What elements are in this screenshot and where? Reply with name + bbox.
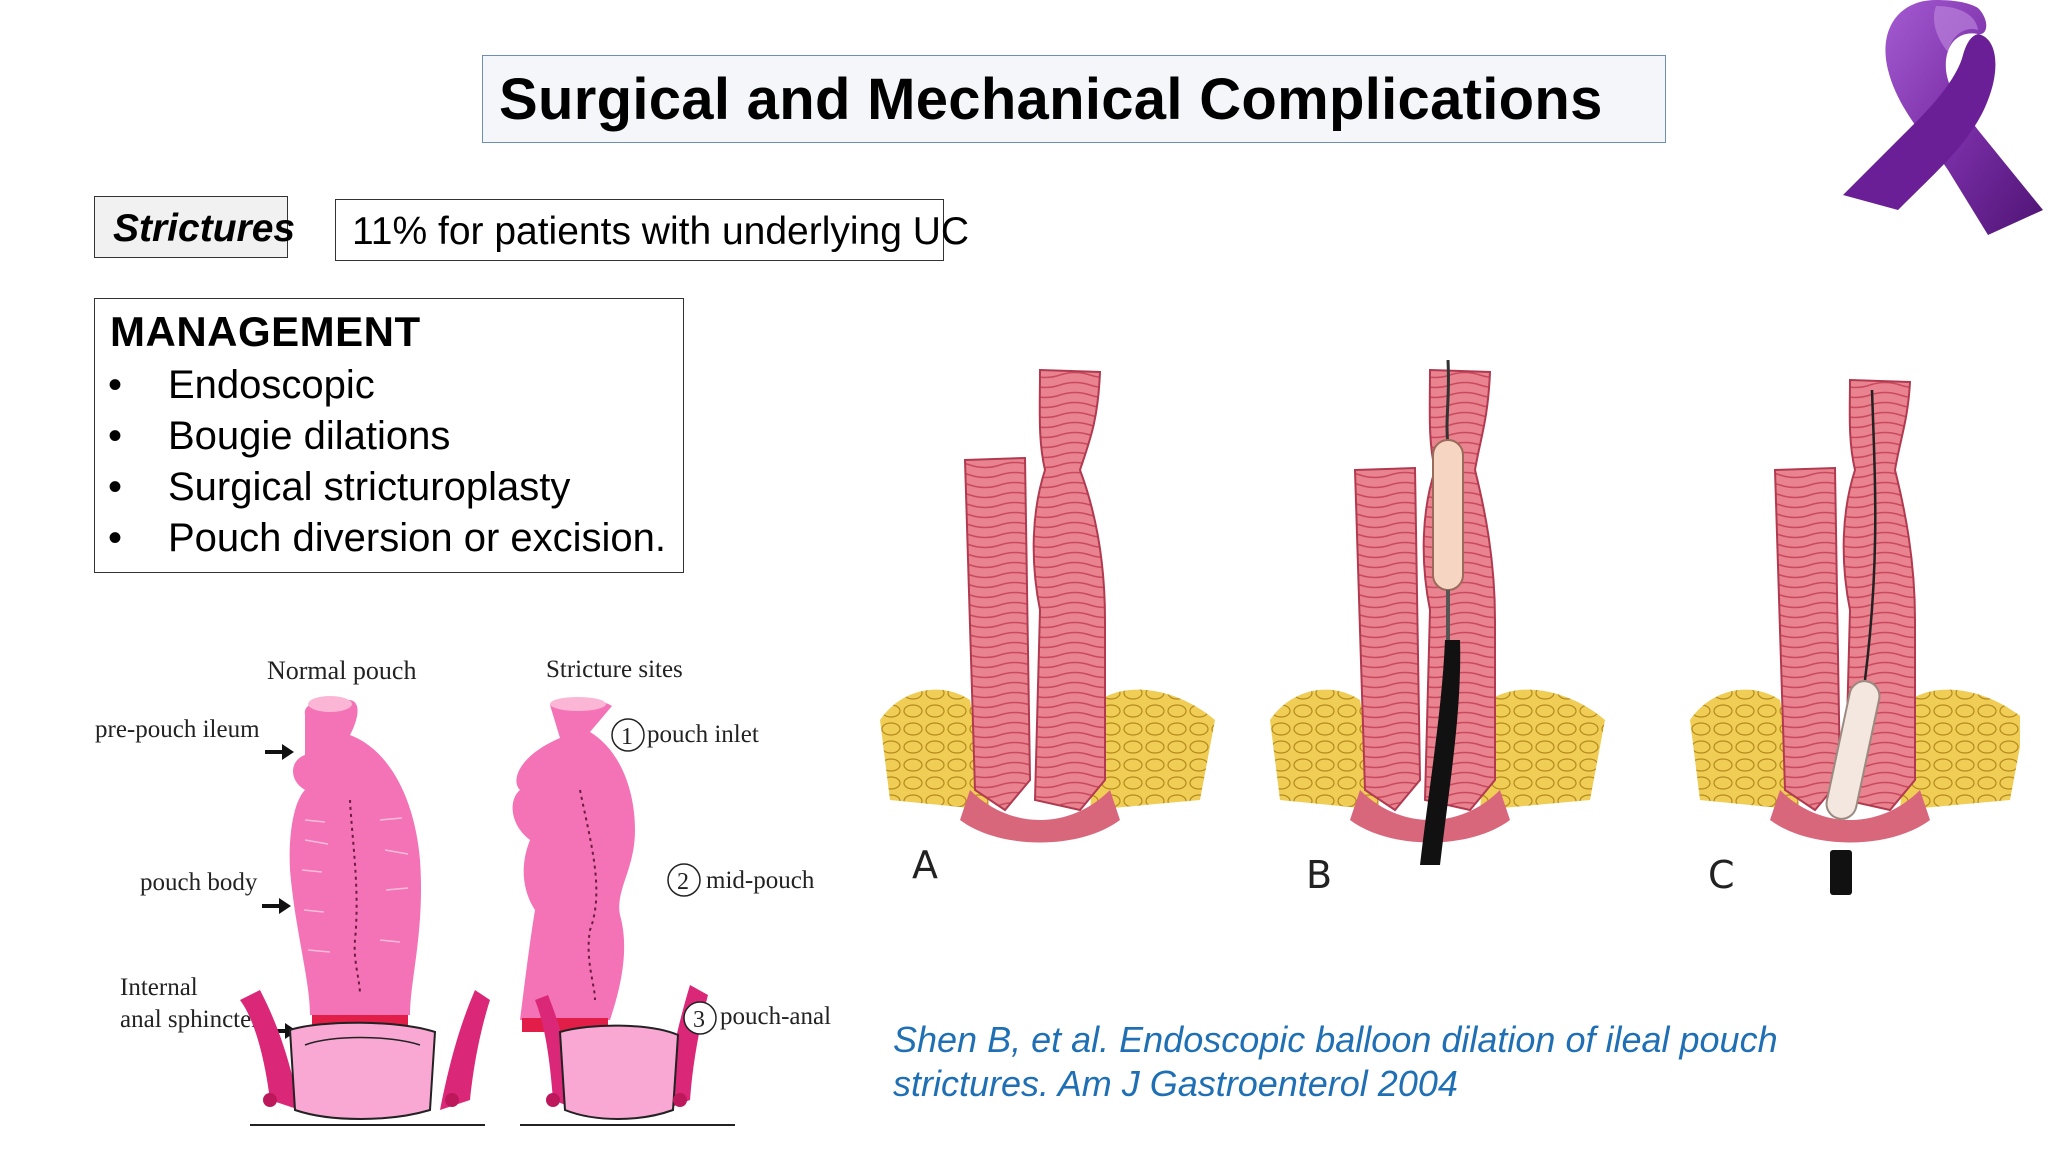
site-label-1: pouch inlet (647, 721, 759, 748)
normal-pouch-title: Normal pouch (267, 656, 416, 685)
arrow-icon (262, 898, 291, 914)
arrow-icon (265, 744, 294, 760)
site-number-1: 1 (621, 724, 633, 750)
site-label-2: mid-pouch (706, 867, 815, 894)
awareness-ribbon-icon (1843, 0, 2043, 235)
site-marker-1 (611, 718, 645, 752)
sphincter-label-line2: anal sphincter (120, 1006, 260, 1033)
panel-label-a: A (912, 843, 938, 887)
stricture-sites-title: Stricture sites (546, 656, 683, 683)
site-label-3: pouch-anal (720, 1003, 831, 1030)
bullet: • (108, 516, 123, 560)
site-marker-3 (683, 1001, 717, 1035)
pre-pouch-ileum-label: pre-pouch ileum (95, 716, 260, 743)
title-box: Surgical and Mechanical Complications (482, 55, 1666, 143)
panel-c-illustration (1690, 378, 2020, 895)
normal-pouch-shape (240, 696, 490, 1126)
bullet: • (108, 465, 123, 509)
list-item: • Surgical stricturoplasty (108, 462, 688, 513)
balloon-icon (1432, 439, 1464, 591)
management-item: Bougie dilations (168, 414, 451, 458)
panel-label-c: C (1708, 853, 1735, 897)
management-heading: MANAGEMENT (110, 308, 421, 355)
list-item: • Pouch diversion or excision. (108, 513, 688, 564)
management-item: Endoscopic (168, 363, 375, 407)
management-box (94, 298, 684, 573)
strictures-stat: 11% for patients with underlying UC (352, 210, 970, 253)
list-item: • Bougie dilations (108, 411, 688, 462)
dilation-illustration: A B C (880, 360, 2020, 897)
sphincter-label-line1: Internal (120, 974, 198, 1001)
site-number-3: 3 (693, 1007, 705, 1033)
panel-b-illustration (1270, 360, 1605, 865)
strictures-label: Strictures (113, 207, 296, 250)
strictures-stat-box: 11% for patients with underlying UC (335, 199, 969, 261)
balloon-icon (1825, 680, 1881, 820)
list-item: • Endoscopic (108, 360, 688, 411)
panel-a-illustration (880, 368, 1215, 843)
pouch-diagram: Normal pouch Stricture sites pre-pouch i… (95, 656, 831, 1126)
strictures-label-box: Strictures (94, 196, 295, 258)
management-list: • Endoscopic • Bougie dilations • Surgical … (108, 360, 688, 564)
site-marker-2 (667, 863, 701, 897)
slide-title: Surgical and Mechanical Complications (499, 67, 1603, 132)
management-item: Surgical stricturoplasty (168, 465, 571, 509)
pouch-body-label: pouch body (140, 869, 258, 896)
stricture-pouch-shape (512, 697, 735, 1126)
citation-text: Shen B, et al. Endoscopic balloon dilati… (893, 1019, 1778, 1104)
site-number-2: 2 (677, 869, 689, 895)
panel-label-b: B (1306, 853, 1332, 897)
bullet: • (108, 363, 123, 407)
management-item: Pouch diversion or excision. (168, 516, 667, 560)
bullet: • (108, 414, 123, 458)
